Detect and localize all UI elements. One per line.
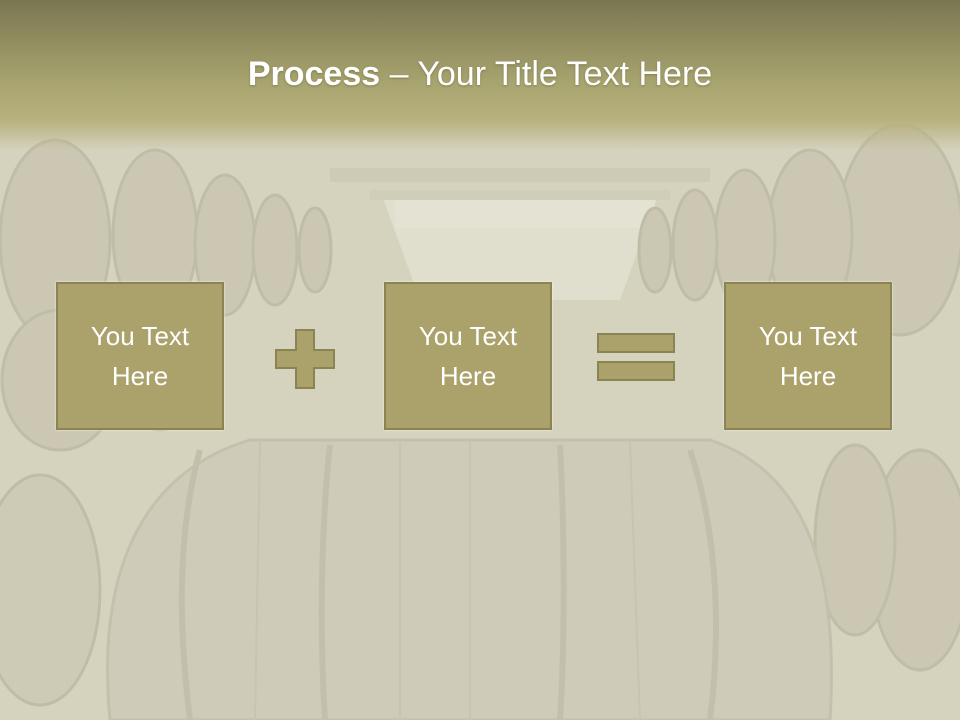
process-box-1-text: You Text Here — [90, 321, 190, 391]
process-box-3-text: You Text Here — [758, 321, 858, 391]
equals-icon — [597, 333, 675, 381]
process-box-1[interactable]: You Text Here — [56, 282, 224, 430]
process-box-2[interactable]: You Text Here — [384, 282, 552, 430]
process-box-3[interactable]: You Text Here — [724, 282, 892, 430]
title-rest: Your Title Text Here — [417, 55, 713, 93]
title-bold: Process — [247, 55, 381, 93]
title-band — [0, 0, 960, 150]
process-box-2-text: You Text Here — [418, 321, 518, 391]
plus-icon — [275, 329, 335, 389]
slide-title: Process – Your Title Text Here — [0, 52, 960, 96]
title-separator: – — [380, 55, 418, 93]
